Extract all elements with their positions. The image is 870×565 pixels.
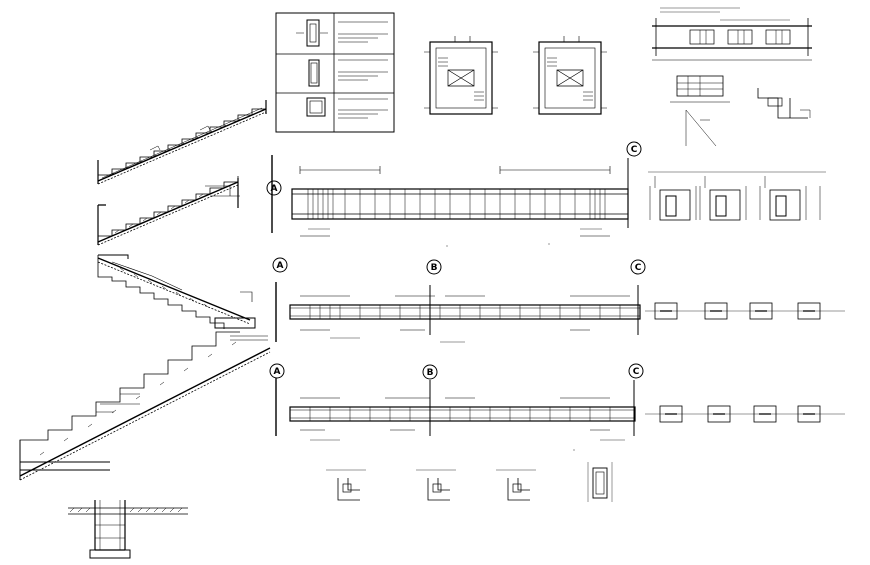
axis-label: A	[277, 261, 284, 271]
stair-plan-2	[533, 36, 607, 115]
axis-bubble-b-row2: B	[426, 259, 442, 275]
stair-foundation	[68, 500, 188, 559]
beam-section-row3	[645, 405, 845, 423]
axis-label: B	[427, 368, 434, 378]
axis-bubble-c-row1: C	[626, 141, 642, 157]
stair-plan-1	[424, 36, 498, 115]
axis-bubble-a-row2: A	[272, 257, 288, 273]
bottom-detail-3	[496, 469, 536, 501]
bar-schedule-table	[670, 75, 730, 147]
stair-section-4	[19, 331, 271, 481]
bottom-detail-4	[587, 462, 613, 502]
axis-label: A	[271, 184, 278, 194]
axis-bubble-c-row2: C	[630, 259, 646, 275]
beam-elevation-3	[275, 378, 636, 436]
stair-section-2	[97, 176, 240, 246]
beam-elevation-2	[275, 282, 641, 342]
axis-bubble-a-row1: A	[266, 180, 282, 196]
foundation-beam-elevation	[652, 7, 812, 61]
small-footing-detail	[757, 88, 811, 119]
axis-bubble-a-row3: A	[269, 363, 285, 379]
axis-label: A	[274, 367, 281, 377]
axis-bubble-c-row3: C	[628, 363, 644, 379]
beam-elevation-1	[271, 155, 629, 237]
axis-label: C	[633, 367, 640, 377]
stair-section-3	[97, 254, 256, 329]
axis-bubble-b-row3: B	[422, 364, 438, 380]
column-detail-table	[275, 12, 395, 133]
annotation-marks	[308, 228, 625, 451]
beam-section-row2	[645, 302, 845, 320]
beam-section-row1	[648, 171, 826, 221]
axis-label: B	[431, 263, 438, 273]
stair-section-1	[97, 100, 267, 185]
bottom-detail-2	[416, 469, 456, 501]
axis-label: C	[631, 145, 638, 155]
axis-label: C	[635, 263, 642, 273]
bottom-detail-1	[326, 469, 366, 501]
